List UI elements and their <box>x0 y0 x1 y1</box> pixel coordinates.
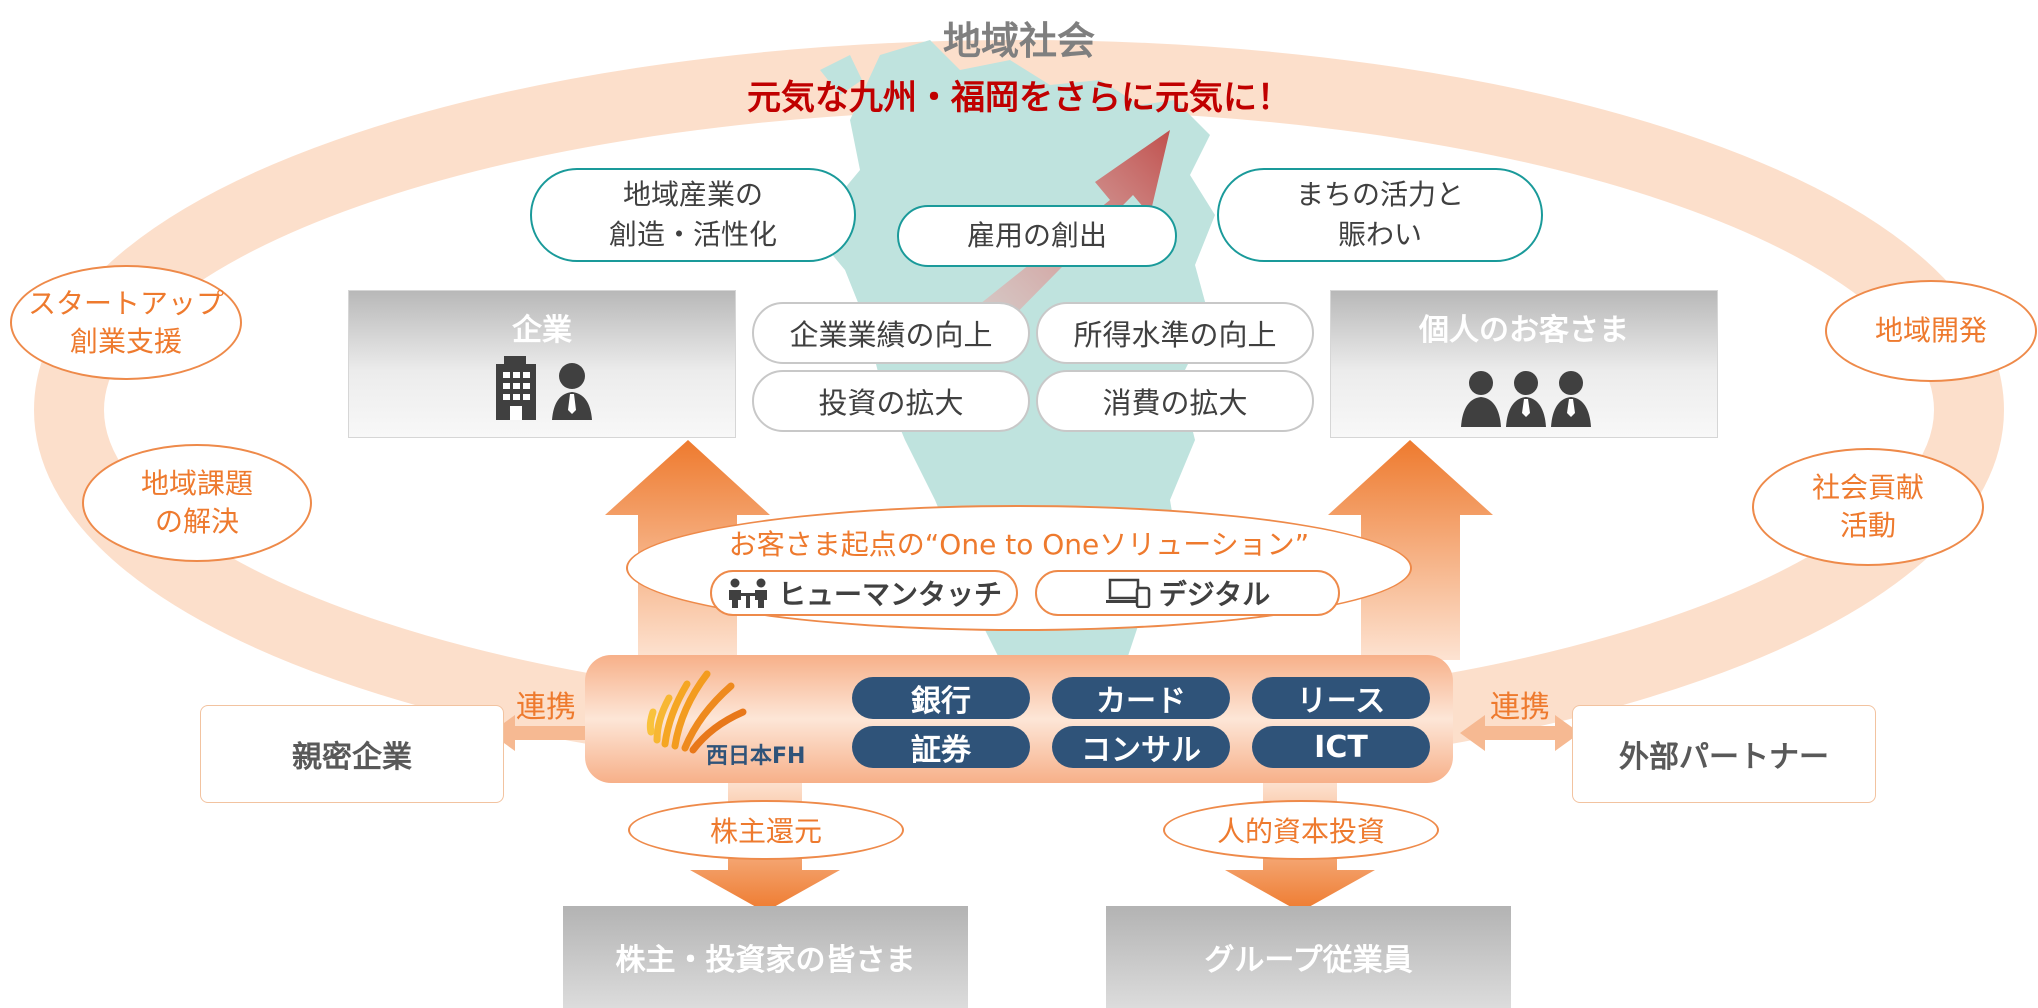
logo-text: 西日本FH <box>706 744 806 769</box>
link-label-left: 連携 <box>516 690 576 725</box>
goal-industry: 地域産業の 創造・活性化 <box>530 168 856 262</box>
partner-affiliated-companies: 親密企業 <box>200 705 504 803</box>
solution-title: お客さま起点の“One to Oneソリューション” <box>728 528 1310 561</box>
corporate-customer-box: 企業 <box>348 290 736 438</box>
return-shareholder: 株主還元 <box>628 800 904 860</box>
human-touch-label: ヒューマンタッチ <box>777 578 1002 611</box>
partner-external: 外部パートナー <box>1572 705 1876 803</box>
link-arrow-right <box>1460 715 1580 751</box>
goal-employment: 雇用の創出 <box>897 205 1177 267</box>
stakeholder-investors: 株主・投資家の皆さま <box>563 906 968 1008</box>
slogan: 元気な九州・福岡をさらに元気に！ <box>747 78 1291 118</box>
effect-consumption: 消費の拡大 <box>1036 370 1314 432</box>
channel-human-touch: ヒューマンタッチ <box>710 570 1018 616</box>
building-person-icon <box>496 356 592 420</box>
link-label-right: 連携 <box>1490 690 1550 725</box>
return-human-capital: 人的資本投資 <box>1163 800 1439 860</box>
service-ict: ICT <box>1252 726 1430 768</box>
up-arrow-individual <box>1328 440 1493 660</box>
ring-label-contribution: 社会貢献 活動 <box>1752 448 1984 566</box>
sun-rays-logo <box>646 670 747 754</box>
service-lease: リース <box>1252 677 1430 719</box>
ring-label-startup: スタートアップ 創業支援 <box>10 265 242 380</box>
laptop-phone-icon <box>1105 578 1151 608</box>
kyushu-map-islet <box>820 55 862 95</box>
effect-income-level: 所得水準の向上 <box>1036 302 1314 364</box>
effect-investment: 投資の拡大 <box>752 370 1030 432</box>
diagram-title: 地域社会 <box>942 19 1095 63</box>
meeting-people-icon <box>728 578 767 608</box>
goal-town-vitality: まちの活力と 賑わい <box>1217 168 1543 262</box>
service-card: カード <box>1052 677 1230 719</box>
channel-digital: デジタル <box>1035 570 1340 616</box>
service-securities: 証券 <box>852 726 1030 768</box>
corporate-label: 企業 <box>512 313 572 348</box>
stakeholder-employees: グループ従業員 <box>1106 906 1511 1008</box>
service-bank: 銀行 <box>852 677 1030 719</box>
service-consulting: コンサル <box>1052 726 1230 768</box>
ring-label-development: 地域開発 <box>1825 280 2037 382</box>
effect-corporate-performance: 企業業績の向上 <box>752 302 1030 364</box>
digital-label: デジタル <box>1158 578 1271 611</box>
individual-label: 個人のお客さま <box>1419 313 1629 348</box>
people-group-icon <box>1461 371 1591 427</box>
link-arrow-left <box>490 715 610 751</box>
individual-customer-box: 個人のお客さま <box>1330 290 1718 438</box>
ring-label-issues: 地域課題 の解決 <box>82 444 312 562</box>
